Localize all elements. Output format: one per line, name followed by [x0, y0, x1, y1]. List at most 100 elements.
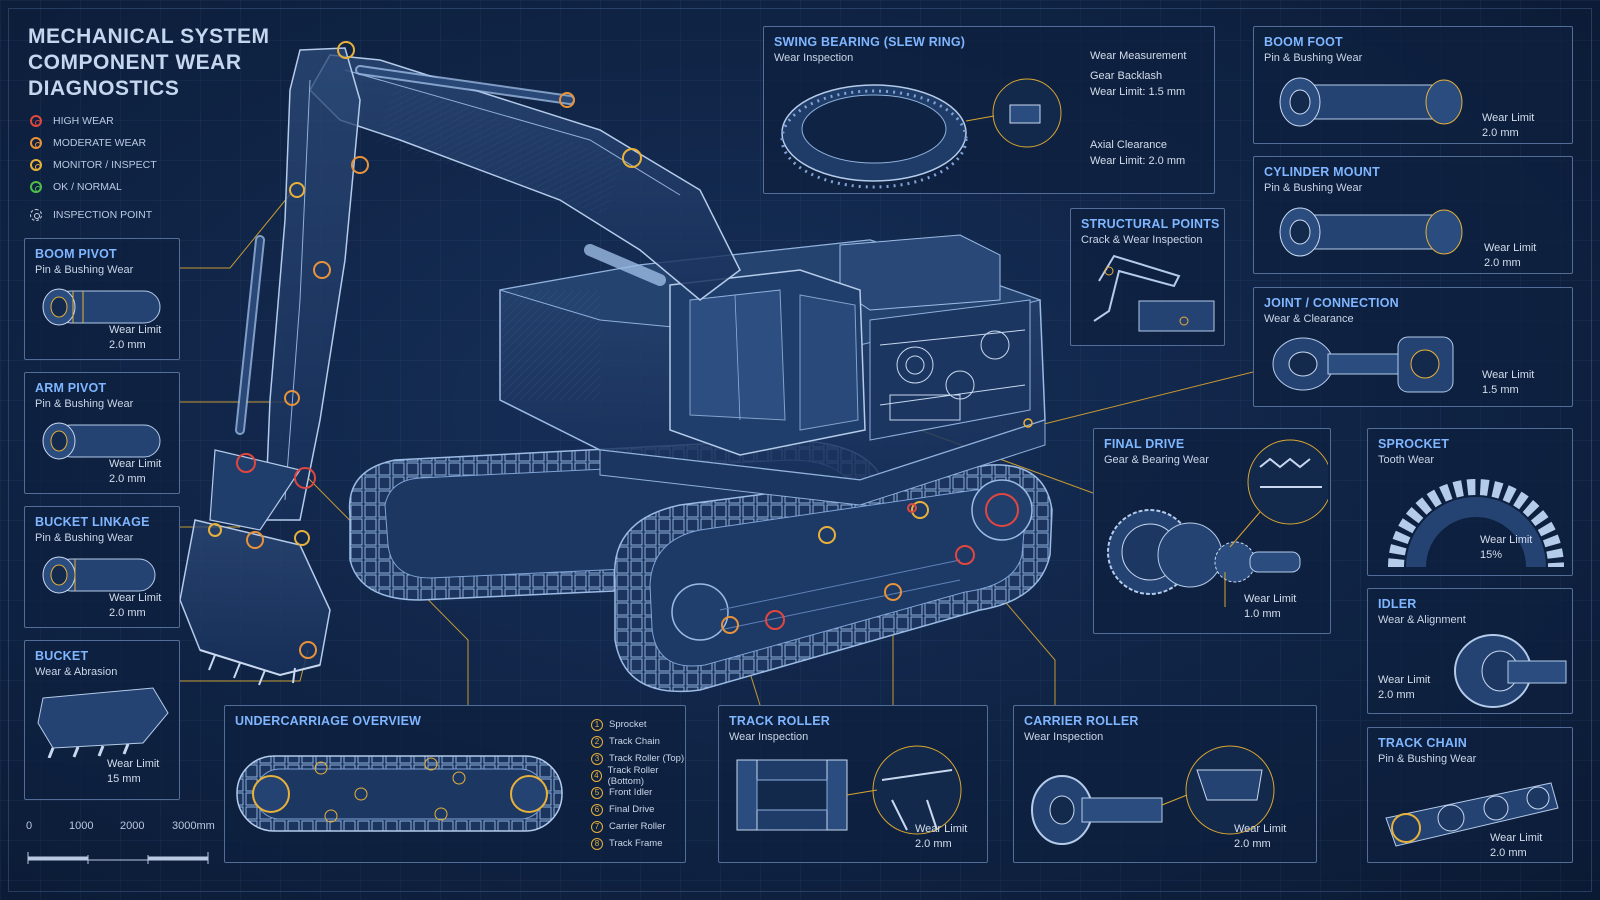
backlash-label: Gear Backlash: [1090, 70, 1163, 82]
inspection-point-icon: [30, 209, 42, 221]
wear-limit-label: Wear Limit: [109, 324, 162, 336]
number-badge: 8: [591, 837, 603, 850]
undercarriage-diagram: [236, 755, 563, 832]
panel-title: FINAL DRIVE: [1104, 437, 1185, 451]
panel-cylinder-mount[interactable]: CYLINDER MOUNT Pin & Bushing Wear Wear L…: [1253, 156, 1573, 274]
scale-tick-1: 1000: [69, 820, 94, 832]
panel-subtitle: Wear Inspection: [729, 731, 809, 743]
wear-limit-label: Wear Limit: [109, 458, 162, 470]
panel-final-drive[interactable]: FINAL DRIVE Gear & Bearing Wear Wear Lim…: [1093, 428, 1331, 634]
legend-label: OK / NORMAL: [53, 181, 122, 193]
legend-label: MODERATE WEAR: [53, 137, 147, 149]
number-badge: 7: [591, 820, 603, 833]
wear-limit-value: 2.0 mm: [1490, 847, 1527, 859]
panel-bucket[interactable]: BUCKET Wear & Abrasion Wear Limit 15 mm: [24, 640, 180, 800]
wear-limit-label: Wear Limit: [915, 823, 968, 835]
wear-limit-value: 1.5 mm: [1482, 384, 1519, 396]
axial-clearance-limit: Wear Limit: 2.0 mm: [1090, 155, 1186, 167]
panel-subtitle: Gear & Bearing Wear: [1104, 454, 1209, 466]
undercarriage-list-item: 5 Front Idler: [591, 784, 685, 801]
panel-subtitle: Wear & Abrasion: [35, 666, 118, 678]
measurement-label: Wear Measurement: [1090, 50, 1187, 62]
number-badge: 4: [591, 769, 602, 782]
wear-limit-label: Wear Limit: [1234, 823, 1287, 835]
panel-title: BOOM PIVOT: [35, 247, 117, 261]
panel-sprocket[interactable]: SPROCKET Tooth Wear Wear Limit 15%: [1367, 428, 1573, 576]
legend-item-moderate: MODERATE WEAR: [30, 132, 157, 154]
wear-limit-value: 2.0 mm: [109, 607, 146, 619]
list-label: Front Idler: [609, 787, 653, 798]
panel-subtitle: Wear & Clearance: [1264, 313, 1354, 325]
axial-clearance-label: Axial Clearance: [1090, 139, 1168, 151]
panel-subtitle: Wear Inspection: [774, 52, 854, 64]
panel-subtitle: Crack & Wear Inspection: [1081, 234, 1203, 246]
wear-limit-label: Wear Limit: [1244, 593, 1297, 605]
panel-swing-bearing[interactable]: SWING BEARING (SLEW RING) Wear Inspectio…: [763, 26, 1215, 194]
wear-limit-label: Wear Limit: [1482, 369, 1535, 381]
wear-limit-value: 2.0 mm: [109, 473, 146, 485]
wear-limit-value: 2.0 mm: [915, 838, 952, 850]
final-drive-icon: [1107, 439, 1328, 607]
wear-limit-label: Wear Limit: [1378, 674, 1431, 686]
number-badge: 3: [591, 752, 603, 765]
status-dot-icon: [30, 181, 42, 193]
wear-limit-value: 15 mm: [107, 773, 141, 785]
panel-title: IDLER: [1378, 597, 1417, 611]
panel-subtitle: Tooth Wear: [1378, 454, 1435, 466]
panel-subtitle: Pin & Bushing Wear: [35, 398, 134, 410]
panel-subtitle: Wear Inspection: [1024, 731, 1104, 743]
wear-limit-value: 2.0 mm: [1482, 127, 1519, 139]
panel-subtitle: Pin & Bushing Wear: [1264, 52, 1363, 64]
panel-structural-points[interactable]: STRUCTURAL POINTS Crack & Wear Inspectio…: [1070, 208, 1225, 346]
legend-item-high: HIGH WEAR: [30, 110, 157, 132]
status-dot-icon: [30, 115, 42, 127]
legend-item-ok: OK / NORMAL: [30, 176, 157, 198]
slew-ring-icon: [780, 78, 1062, 189]
wear-points: [208, 41, 975, 659]
panel-arm-pivot[interactable]: ARM PIVOT Pin & Bushing Wear Wear Limit …: [24, 372, 180, 494]
panel-boom-foot[interactable]: BOOM FOOT Pin & Bushing Wear Wear Limit …: [1253, 26, 1573, 144]
panel-track-roller[interactable]: TRACK ROLLER Wear Inspection Wear Limit …: [718, 705, 988, 863]
panel-subtitle: Pin & Bushing Wear: [1264, 182, 1363, 194]
legend-label: HIGH WEAR: [53, 115, 114, 127]
panel-idler[interactable]: IDLER Wear & Alignment Wear Limit 2.0 mm: [1367, 588, 1573, 714]
list-label: Track Frame: [609, 838, 663, 849]
panel-title: SPROCKET: [1378, 437, 1450, 451]
number-badge: 2: [591, 735, 603, 748]
wear-limit-value: 2.0 mm: [1378, 689, 1415, 701]
panel-title: UNDERCARRIAGE OVERVIEW: [235, 714, 422, 728]
list-label: Track Roller (Top): [609, 753, 685, 764]
panel-track-chain[interactable]: TRACK CHAIN Pin & Bushing Wear Wear Limi…: [1367, 727, 1573, 863]
status-dot-icon: [30, 159, 42, 171]
panel-subtitle: Wear & Alignment: [1378, 614, 1466, 626]
legend-label: INSPECTION POINT: [53, 209, 153, 221]
backlash-limit: Wear Limit: 1.5 mm: [1090, 86, 1186, 98]
panel-subtitle: Pin & Bushing Wear: [35, 264, 134, 276]
panel-carrier-roller[interactable]: CARRIER ROLLER Wear Inspection Wear Limi…: [1013, 705, 1317, 863]
panel-subtitle: Pin & Bushing Wear: [1378, 753, 1477, 765]
panel-boom-pivot[interactable]: BOOM PIVOT Pin & Bushing Wear Wear Limit…: [24, 238, 180, 360]
wear-limit-label: Wear Limit: [1484, 242, 1537, 254]
panel-title: TRACK ROLLER: [729, 714, 831, 728]
panel-bucket-linkage[interactable]: BUCKET LINKAGE Pin & Bushing Wear Wear L…: [24, 506, 180, 628]
scale-tick-3: 3000mm: [172, 820, 215, 832]
panel-title: BUCKET LINKAGE: [35, 515, 150, 529]
bucket-icon: [37, 687, 169, 758]
joint-icon: [1272, 336, 1454, 393]
undercarriage-list-item: 8 Track Frame: [591, 835, 685, 852]
track-chain-icon: [1385, 782, 1559, 847]
scale-bar: [27, 852, 209, 864]
idler-icon: [1454, 634, 1567, 708]
panel-subtitle: Pin & Bushing Wear: [35, 532, 134, 544]
panel-joint-connection[interactable]: JOINT / CONNECTION Wear & Clearance Wear…: [1253, 287, 1573, 407]
panel-title: STRUCTURAL POINTS: [1081, 217, 1220, 231]
scale-tick-2: 2000: [120, 820, 145, 832]
wear-limit-label: Wear Limit: [1482, 112, 1535, 124]
track-roller-icon: [736, 745, 962, 835]
panel-title: BOOM FOOT: [1264, 35, 1343, 49]
number-badge: 5: [591, 786, 603, 799]
